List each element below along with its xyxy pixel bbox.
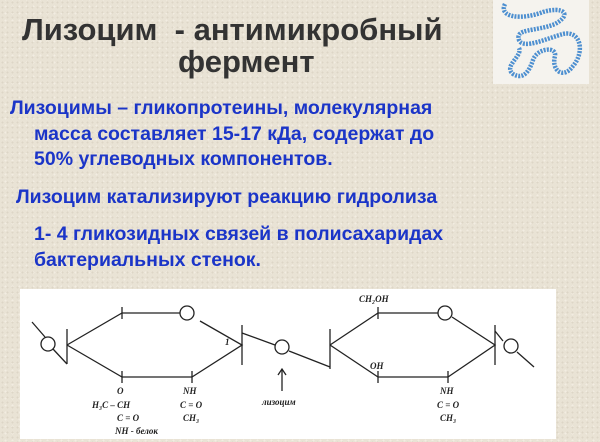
- body-line-5: 1- 4 гликозидных связей в полисахаридах: [34, 223, 444, 245]
- mid-sub-3: CH₃: [183, 413, 199, 423]
- ch2oh-label: CH₂OH: [359, 294, 390, 304]
- lysozyme-structure-image: [493, 0, 589, 84]
- mid-sub-2: C = O: [180, 400, 203, 410]
- left-sub-1: O: [117, 386, 124, 396]
- body-line-3: 50% углеводных компонентов.: [34, 148, 333, 170]
- body-line-4: Лизоцим катализируют реакцию гидролиза: [16, 186, 438, 208]
- right-sub-2: C = O: [437, 400, 460, 410]
- body-line-2: масса составляет 15-17 кДа, содержат до: [34, 123, 435, 145]
- position-1-label: 1: [225, 337, 230, 347]
- left-sub-4: NH - белок: [114, 426, 158, 436]
- title-line-1: Лизоцим - антимикробный: [22, 12, 443, 47]
- title-line-2: фермент: [178, 44, 315, 79]
- lysozyme-label: лизоцим: [261, 397, 296, 407]
- body-line-1: Лизоцимы – гликопротеины, молекулярная: [10, 97, 433, 119]
- oh-label: OH: [370, 361, 384, 371]
- mid-sub-1: NH: [182, 386, 197, 396]
- left-sub-2: H₃C – CH: [91, 400, 131, 410]
- left-sub-3: C = O: [117, 413, 140, 423]
- right-sub-3: CH₃: [440, 413, 456, 423]
- right-sub-1: NH: [439, 386, 454, 396]
- body-line-6: бактериальных стенок.: [34, 249, 261, 271]
- peptidoglycan-diagram: CH₂OH OH 1 лизоцим O H₃C – CH C = O NH -…: [20, 289, 556, 439]
